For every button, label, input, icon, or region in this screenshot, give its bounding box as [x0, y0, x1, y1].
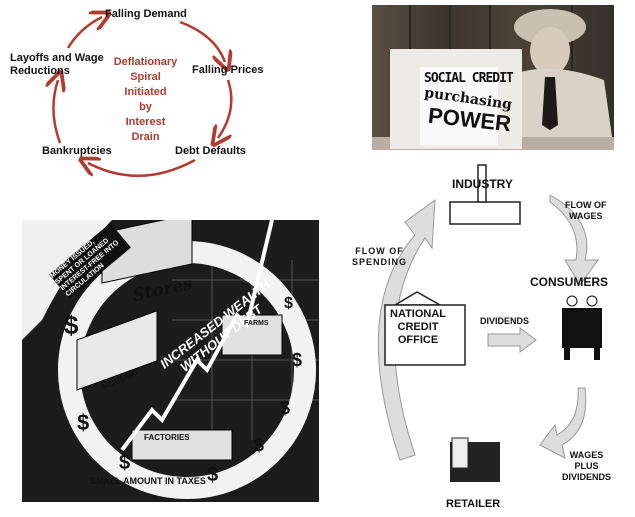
- deflationary-spiral-diagram: Falling Demand Falling Prices Debt Defau…: [0, 0, 272, 190]
- factory-building: [131, 429, 233, 461]
- housing-frame: [76, 310, 158, 391]
- wpd-line1: WAGES: [569, 450, 604, 460]
- center-line: Initiated: [124, 86, 167, 98]
- wages-plus-dividends-arrow: [539, 387, 587, 459]
- arrow-bankruptcies-to-layoffs: [53, 80, 60, 144]
- arrow-defaults-to-bankruptcies: [88, 160, 196, 178]
- arrow-layoffs-to-demand: [66, 17, 102, 49]
- flow-of-spending-line2: SPENDING: [352, 257, 408, 267]
- consumers-label: CONSUMERS: [530, 275, 609, 289]
- sign-social-credit: SOCIAL CREDIT: [424, 71, 514, 86]
- wpd-line3: DIVIDENDS: [562, 472, 612, 482]
- node-bankruptcies: Bankruptcies: [42, 145, 112, 157]
- dollar-sign: $: [292, 350, 303, 370]
- dollar-sign: $: [254, 435, 265, 455]
- center-line: Interest: [125, 116, 166, 128]
- social-credit-photo: SOCIAL CREDIT purchasing POWER: [372, 5, 614, 150]
- node-layoffs: Layoffs and Wage Reductions: [10, 52, 104, 78]
- nco-line1: NATIONAL: [390, 308, 447, 320]
- flow-of-wages-line1: FLOW OF: [565, 200, 607, 210]
- node-falling-prices: Falling Prices: [192, 64, 264, 76]
- wealth-without-debt-cartoon: MONEY ISSUED, SPENT OR LOANED INTEREST-F…: [22, 220, 319, 502]
- flow-arrows: [377, 164, 602, 482]
- dollar-sign: $: [64, 310, 79, 340]
- tie: [542, 77, 558, 130]
- center-line: Deflationary: [113, 56, 178, 68]
- flow-of-wages-line2: WAGES: [568, 211, 603, 221]
- center-line: Spiral: [130, 71, 161, 83]
- center-line: by: [139, 101, 152, 113]
- flow-of-spending-line1: FLOW OF: [355, 246, 404, 256]
- dollar-sign: $: [207, 464, 219, 486]
- dollar-sign: $: [280, 398, 291, 418]
- dividends-arrow: [487, 327, 537, 353]
- nco-line2: CREDIT: [397, 321, 439, 333]
- arrow-prices-to-defaults: [218, 79, 233, 138]
- industry-icon: [449, 164, 521, 225]
- spiral-center-text: Deflationary Spiral Initiated by Interes…: [108, 55, 183, 145]
- center-line: Drain: [131, 131, 160, 143]
- flow-of-wages-arrow: [549, 194, 599, 286]
- shirt: [512, 68, 612, 137]
- nco-line3: OFFICE: [397, 334, 439, 346]
- consumers-icon: [562, 295, 602, 360]
- dollar-sign: $: [284, 295, 293, 312]
- dollar-sign: $: [77, 410, 90, 435]
- spiral-arrows: [0, 0, 272, 178]
- retailer-icon: [450, 437, 500, 482]
- layoffs-line1: Layoffs and Wage: [10, 52, 104, 64]
- national-credit-office-icon: [384, 291, 466, 366]
- layoffs-line2: Reductions: [10, 65, 70, 77]
- farms-label: FARMS: [244, 320, 269, 327]
- rising-wealth-line: [120, 220, 274, 452]
- dividends-label: DIVIDENDS: [480, 316, 530, 326]
- node-debt-defaults: Debt Defaults: [175, 145, 246, 157]
- taxes-label: SMALL AMOUNT IN TAXES: [90, 476, 206, 486]
- cartoon-illustration: [22, 220, 319, 499]
- arrow-demand-to-prices: [179, 20, 225, 62]
- wpd-line2: PLUS: [574, 461, 599, 471]
- face: [530, 27, 570, 75]
- node-falling-demand: Falling Demand: [105, 8, 187, 20]
- industry-label: INDUSTRY: [452, 177, 513, 191]
- photo-illustration: [372, 5, 614, 150]
- dollar-sign: $: [119, 452, 131, 474]
- retailer-label: RETAILER: [446, 498, 501, 510]
- factories-label: FACTORIES: [144, 433, 190, 442]
- flow-of-spending-arrow: [377, 198, 436, 461]
